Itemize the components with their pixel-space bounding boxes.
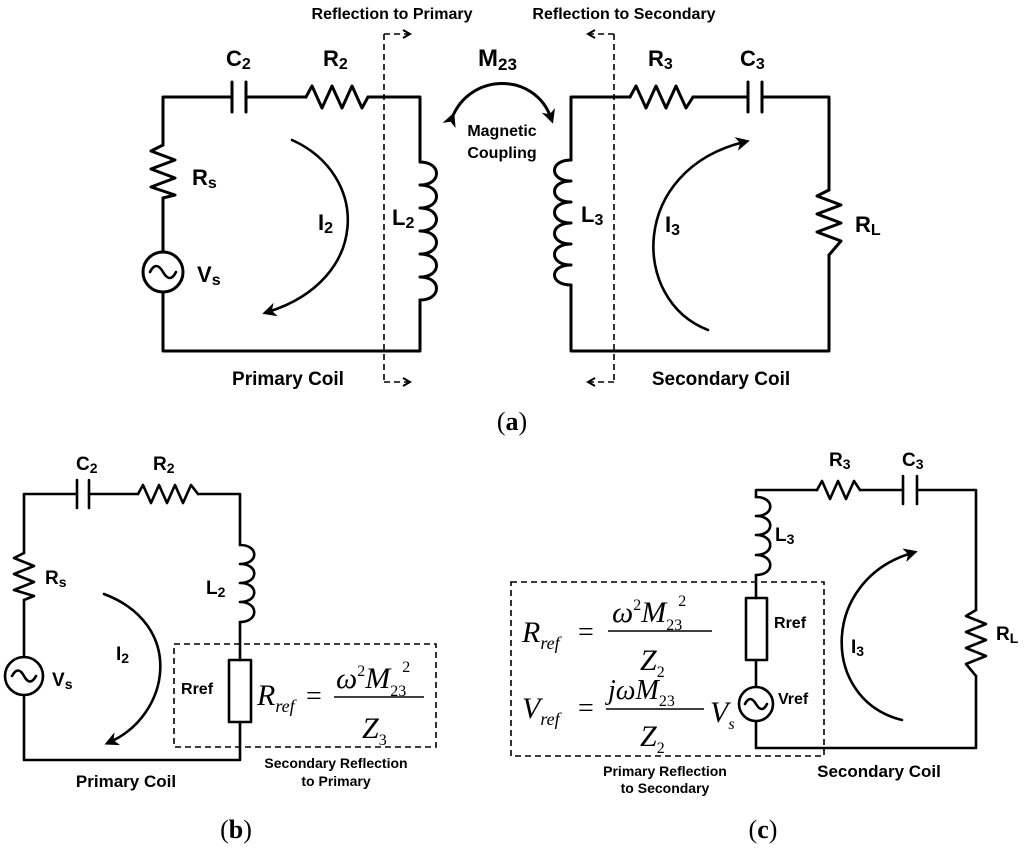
primary-reflection-note-line2: to Secondary bbox=[621, 780, 710, 796]
svg-text:Z2: Z2 bbox=[640, 644, 665, 681]
rs-label-b: Rs bbox=[45, 568, 67, 590]
secondary-loop-wire-c bbox=[754, 488, 978, 750]
r3-label: R3 bbox=[648, 46, 673, 73]
svg-text:ω2M232: ω2M232 bbox=[336, 659, 410, 700]
svg-text:jωM23: jωM23 bbox=[605, 675, 675, 710]
r2-label: R2 bbox=[323, 46, 348, 73]
svg-text:Rref: Rref bbox=[521, 616, 563, 653]
svg-text:=: = bbox=[578, 617, 594, 648]
mutual-inductance-label: M23 bbox=[478, 45, 517, 74]
r2-resistor-b bbox=[136, 483, 200, 505]
r3-resistor-c bbox=[815, 479, 862, 501]
l3-label-c: L3 bbox=[775, 525, 795, 547]
panel-b: C2 R2 Rs Vs I2 L2 Rref Rref = ω2M232 Z3 … bbox=[3, 454, 437, 844]
l2-inductor bbox=[418, 160, 438, 302]
svg-text:=: = bbox=[578, 693, 594, 724]
vs-label: Vs bbox=[197, 262, 221, 289]
secondary-reflection-note-line2: to Primary bbox=[301, 773, 370, 789]
rs-resistor bbox=[149, 143, 177, 200]
i2-label: I2 bbox=[318, 210, 333, 237]
c3-capacitor-c bbox=[901, 474, 919, 506]
vs-label-b: Vs bbox=[52, 670, 73, 692]
svg-text:=: = bbox=[306, 681, 322, 712]
l3-inductor-c bbox=[754, 495, 772, 577]
svg-text:Vref: Vref bbox=[522, 692, 563, 729]
r3-resistor bbox=[628, 84, 695, 110]
vref-source-c bbox=[737, 685, 775, 723]
rl-resistor bbox=[815, 188, 843, 257]
i2-current-arrow-b bbox=[102, 592, 162, 746]
magnetic-coupling-arrow bbox=[442, 82, 555, 129]
secondary-coil-label-c: Secondary Coil bbox=[817, 762, 941, 781]
c3-label: C3 bbox=[740, 46, 765, 73]
c3-capacitor bbox=[746, 80, 764, 114]
panel-a: Reflection to Primary Reflection to Seco… bbox=[141, 6, 881, 436]
vs-source bbox=[141, 250, 185, 294]
rref-equation-b: Rref = ω2M232 Z3 bbox=[256, 659, 424, 749]
r2-resistor bbox=[304, 84, 370, 110]
vref-equation-c: Vref = jωM23 Z2 Vs bbox=[522, 675, 735, 757]
vref-label-c: Vref bbox=[778, 691, 809, 708]
r2-label-b: R2 bbox=[153, 454, 175, 476]
l3-inductor bbox=[553, 158, 573, 287]
vs-source-b bbox=[3, 655, 45, 697]
rref-label-b: Rref bbox=[181, 681, 214, 698]
caption-c: (c) bbox=[749, 815, 778, 844]
magnetic-coupling-label-line2: Coupling bbox=[467, 145, 536, 162]
c2-capacitor-b bbox=[75, 478, 140, 510]
secondary-reflection-note-line1: Secondary Reflection bbox=[264, 755, 407, 771]
svg-text:Vs: Vs bbox=[710, 696, 735, 733]
r3-label-c: R3 bbox=[829, 450, 851, 472]
caption-a: (a) bbox=[497, 407, 527, 436]
panel-c: R3 C3 L3 Rref Vref I3 RL Rref = ω2M232 Z… bbox=[510, 450, 1019, 844]
rref-label-c: Rref bbox=[774, 615, 807, 632]
rs-resistor-b bbox=[12, 551, 36, 602]
rl-label-c: RL bbox=[996, 624, 1019, 646]
svg-text:Rref: Rref bbox=[256, 679, 298, 716]
primary-reflection-note-line1: Primary Reflection bbox=[603, 763, 727, 779]
secondary-loop-wire bbox=[569, 95, 831, 353]
svg-text:Z2: Z2 bbox=[640, 720, 665, 757]
i2-label-b: I2 bbox=[116, 644, 129, 666]
reflection-to-secondary-label: Reflection to Secondary bbox=[532, 6, 715, 23]
c2-capacitor bbox=[230, 80, 308, 114]
l2-inductor-b bbox=[238, 543, 256, 624]
i3-label-c: I3 bbox=[851, 637, 864, 659]
primary-loop-wire bbox=[161, 95, 422, 353]
rs-label: Rs bbox=[192, 165, 217, 192]
i2-current-arrow bbox=[262, 138, 349, 317]
rl-resistor-c bbox=[964, 608, 988, 678]
rref-resistor-c bbox=[744, 596, 769, 662]
c2-label-b: C2 bbox=[76, 454, 98, 476]
i3-label: I3 bbox=[665, 212, 680, 239]
primary-coil-label-b: Primary Coil bbox=[76, 772, 176, 791]
caption-b: (b) bbox=[220, 815, 252, 844]
secondary-reflection-box bbox=[173, 643, 437, 748]
secondary-coil-label: Secondary Coil bbox=[652, 369, 790, 390]
rref-equation-c: Rref = ω2M232 Z2 bbox=[521, 593, 712, 681]
c3-label-c: C3 bbox=[902, 450, 924, 472]
primary-coil-label: Primary Coil bbox=[232, 369, 344, 390]
rref-resistor-b bbox=[227, 658, 253, 724]
svg-text:Z3: Z3 bbox=[362, 712, 387, 749]
magnetic-coupling-label-line1: Magnetic bbox=[467, 123, 536, 140]
l2-label-b: L2 bbox=[206, 578, 226, 600]
rl-label: RL bbox=[855, 212, 881, 239]
primary-loop-wire-b bbox=[22, 492, 242, 762]
i3-current-arrow bbox=[652, 137, 750, 332]
reflection-to-primary-label: Reflection to Primary bbox=[312, 6, 473, 23]
c2-label: C2 bbox=[226, 46, 251, 73]
l2-label: L2 bbox=[392, 205, 414, 232]
l3-label: L3 bbox=[581, 202, 603, 229]
primary-reflection-box bbox=[510, 581, 825, 757]
i3-current-arrow-c bbox=[840, 548, 918, 722]
svg-text:ω2M232: ω2M232 bbox=[612, 593, 686, 634]
